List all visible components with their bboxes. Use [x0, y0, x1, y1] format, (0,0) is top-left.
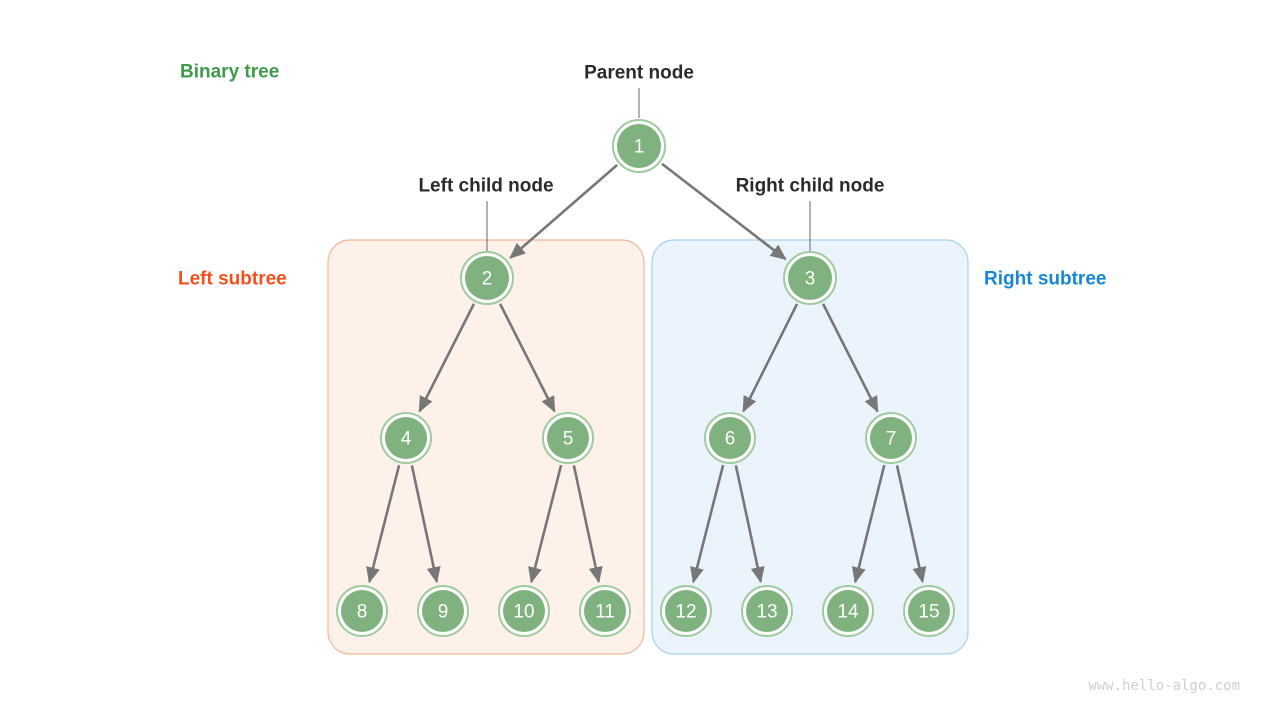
node-value: 7 — [886, 429, 897, 450]
tree-edge — [418, 303, 476, 413]
annotation-leader-lines — [486, 88, 811, 251]
diagram-title: Binary tree — [180, 62, 279, 83]
tree-edge — [851, 464, 886, 584]
watermark: www.hello-algo.com — [1088, 678, 1240, 694]
node-value: 9 — [438, 602, 449, 623]
tree-edge — [821, 303, 879, 413]
tree-node-4[interactable]: 4 — [380, 412, 432, 464]
tree-node-15[interactable]: 15 — [903, 585, 955, 637]
tree-node-6[interactable]: 6 — [704, 412, 756, 464]
node-value: 4 — [401, 429, 412, 450]
tree-edge — [509, 164, 618, 259]
tree-edge — [528, 464, 563, 584]
tree-node-11[interactable]: 11 — [579, 585, 631, 637]
tree-edge — [498, 303, 556, 413]
node-value: 1 — [634, 137, 645, 158]
tree-node-2[interactable]: 2 — [460, 251, 514, 305]
node-value: 6 — [725, 429, 736, 450]
left-child-node-label: Left child node — [418, 176, 553, 197]
node-value: 3 — [805, 269, 816, 290]
tree-edge — [572, 465, 603, 584]
tree-node-13[interactable]: 13 — [741, 585, 793, 637]
tree-node-3[interactable]: 3 — [783, 251, 837, 305]
text-labels: Left subtree Right subtree Parent nodeLeft… — [178, 62, 1240, 695]
left-subtree-label: Left subtree — [178, 269, 287, 290]
tree-edge — [742, 303, 799, 413]
tree-edge — [734, 465, 765, 584]
tree-node-12[interactable]: 12 — [660, 585, 712, 637]
tree-node-14[interactable]: 14 — [822, 585, 874, 637]
tree-edge — [410, 465, 441, 584]
right-child-node-label: Right child node — [736, 176, 885, 197]
node-value: 8 — [357, 602, 368, 623]
tree-node-7[interactable]: 7 — [865, 412, 917, 464]
tree-edge — [690, 464, 725, 584]
node-value: 5 — [563, 429, 574, 450]
parent-node-label: Parent node — [584, 63, 694, 84]
node-value: 13 — [756, 602, 777, 623]
tree-node-1[interactable]: 1 — [612, 119, 666, 173]
tree-node-10[interactable]: 10 — [498, 585, 550, 637]
tree-edges — [366, 162, 927, 584]
node-value: 11 — [595, 602, 615, 623]
node-value: 14 — [837, 602, 859, 623]
tree-node-9[interactable]: 9 — [417, 585, 469, 637]
node-value: 15 — [918, 602, 939, 623]
tree-node-8[interactable]: 8 — [336, 585, 388, 637]
right-subtree-label: Right subtree — [984, 269, 1106, 290]
tree-edge — [366, 464, 401, 584]
node-value: 12 — [675, 602, 696, 623]
node-value: 10 — [513, 602, 534, 623]
tree-edge — [895, 465, 927, 584]
subtree-boxes — [327, 239, 969, 655]
tree-edge — [661, 162, 787, 261]
node-value: 2 — [482, 269, 493, 290]
tree-node-5[interactable]: 5 — [542, 412, 594, 464]
left-subtree-box — [327, 239, 645, 655]
